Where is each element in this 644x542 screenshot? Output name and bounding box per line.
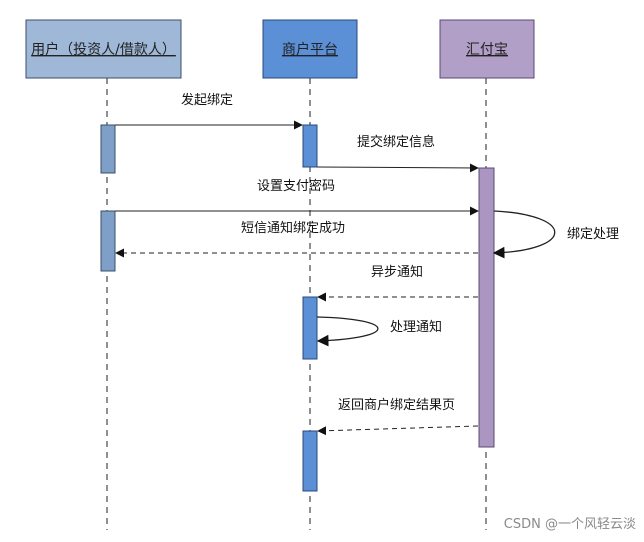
message-label-set-payment-password: 设置支付密码 [257,178,335,194]
message-label-sms-binding-success: 短信通知绑定成功 [241,220,345,236]
self-call-process-notify [316,316,379,347]
actor-merchant-box [262,19,358,79]
actor-user-label: 用户（投资人/借款人） [31,41,176,58]
self-call-label-process-notify: 处理通知 [390,319,442,335]
activation-user-2 [100,210,116,272]
activation-huifubao [478,167,495,448]
self-call-label-binding-process: 绑定处理 [567,227,619,242]
message-label-return-result-page: 返回商户绑定结果页 [338,397,455,413]
message-label-initiate-binding: 发起绑定 [181,92,233,108]
actor-user-box [25,19,182,79]
activation-user-1 [100,124,116,174]
activation-merchant-2 [302,296,318,360]
actor-huifubao-box [439,19,535,79]
activation-merchant-3 [302,430,318,492]
message-arrow-submit-binding-info [316,163,479,173]
actor-user: 用户（投资人/借款人） [25,19,182,79]
message-label-submit-binding-info: 提交绑定信息 [357,134,435,150]
self-call-binding-process [492,210,556,259]
actor-huifubao-label: 汇付宝 [466,42,508,58]
actor-merchant-label: 商户平台 [282,41,338,58]
watermark: CSDN @一个风轻云淡 [504,517,636,532]
actor-merchant: 商户平台 [262,19,358,79]
actor-huifubao: 汇付宝 [439,19,535,79]
message-label-async-notify: 异步通知 [371,264,423,280]
activation-merchant-1 [302,124,318,168]
message-arrow-return-result-page [317,425,479,436]
